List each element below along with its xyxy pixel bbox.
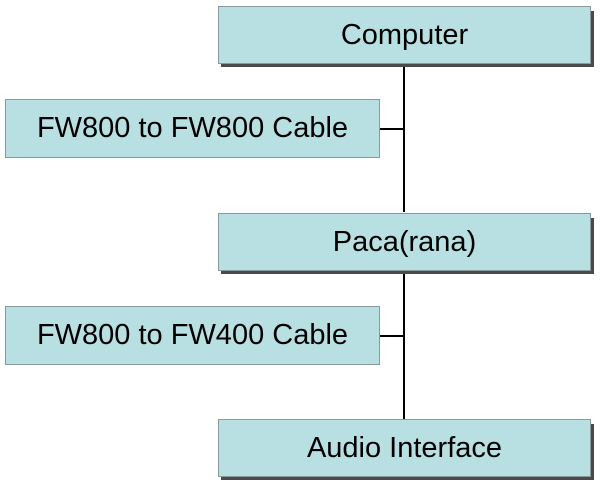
paca-box: Paca(rana): [218, 213, 591, 271]
branch-connector-cable-1: [380, 128, 404, 130]
cable-2-label: FW800 to FW400 Cable: [36, 319, 349, 351]
cable-2-box: FW800 to FW400 Cable: [5, 306, 380, 365]
paca-label: Paca(rana): [332, 225, 477, 258]
trunk-connector-top: [403, 66, 405, 212]
trunk-connector-bottom: [403, 273, 405, 419]
computer-label: Computer: [340, 18, 469, 51]
cable-1-label: FW800 to FW800 Cable: [36, 112, 349, 144]
branch-connector-cable-2: [380, 335, 404, 337]
audio-interface-box: Audio Interface: [218, 419, 591, 477]
computer-box: Computer: [218, 6, 591, 64]
cable-1-box: FW800 to FW800 Cable: [5, 99, 380, 158]
audio-interface-label: Audio Interface: [306, 431, 503, 464]
